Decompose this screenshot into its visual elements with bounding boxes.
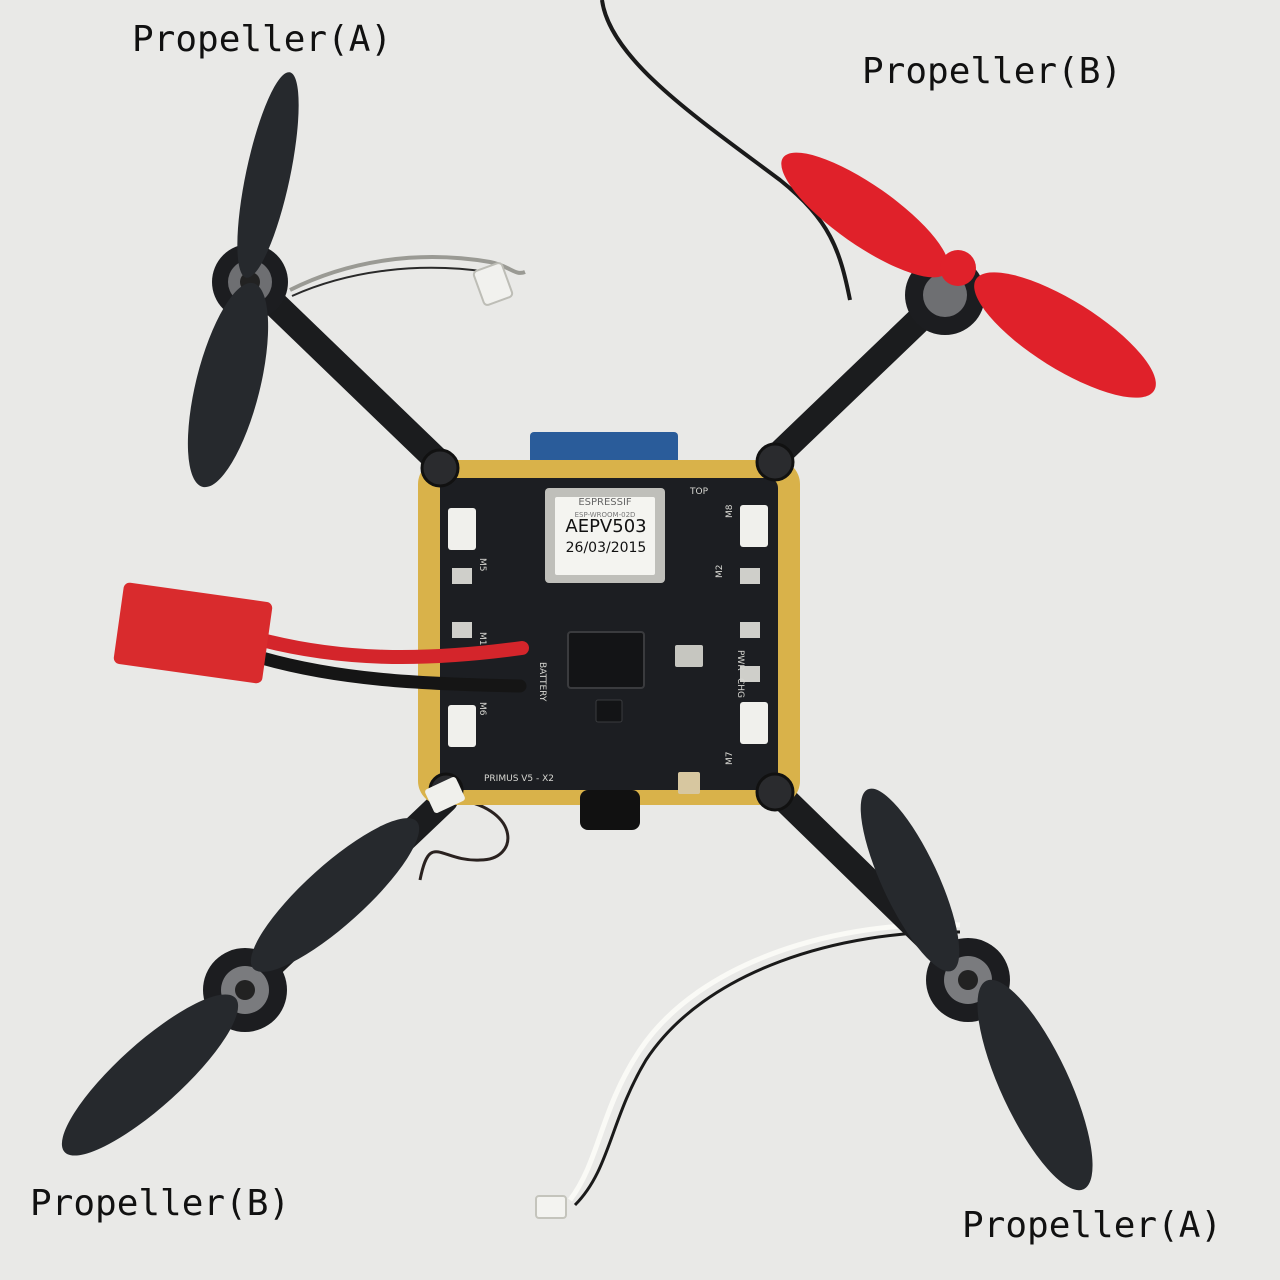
wire-bottom-left bbox=[418, 798, 510, 881]
propeller-bottom-left bbox=[61, 818, 420, 1156]
module-brand: ESPRESSIF bbox=[578, 497, 632, 508]
wire-top-left-grey bbox=[289, 255, 526, 292]
connector-m7 bbox=[740, 702, 768, 744]
connector-m8 bbox=[740, 505, 768, 547]
board-name: PRIMUS V5 - X2 bbox=[484, 774, 554, 784]
battery-wire-black bbox=[255, 651, 527, 693]
button bbox=[678, 772, 700, 794]
board-top-marker: TOP bbox=[689, 487, 709, 497]
small-chip bbox=[595, 699, 623, 723]
board-pwr-label: PWR bbox=[735, 650, 745, 671]
usb-port bbox=[580, 790, 640, 830]
propeller-bottom-right bbox=[860, 788, 1093, 1191]
port-label-m7: M7 bbox=[725, 752, 735, 766]
port-label-m2: M2 bbox=[715, 565, 725, 579]
sensor-chip bbox=[675, 645, 703, 667]
wire-top-right bbox=[600, 0, 852, 301]
pad bbox=[740, 666, 760, 682]
main-chip bbox=[567, 631, 645, 689]
module-sticker bbox=[555, 497, 655, 575]
port-label-m5: M5 bbox=[477, 558, 487, 572]
connector-bottom-left-plug bbox=[425, 777, 465, 813]
propeller-top-left bbox=[187, 72, 299, 488]
wire-bottom-right-dark bbox=[573, 930, 961, 1207]
connector-bottom-right bbox=[535, 1195, 567, 1219]
sticker-code: AEPV503 bbox=[565, 516, 646, 537]
connector-top-left bbox=[472, 262, 514, 306]
connector-m6 bbox=[448, 705, 476, 747]
propeller-top-right bbox=[781, 152, 1156, 398]
port-label-m8: M8 bbox=[725, 504, 735, 518]
board-chg-label: CHG bbox=[735, 678, 745, 698]
sticker-date: 26/03/2015 bbox=[566, 540, 647, 556]
pad bbox=[740, 622, 760, 638]
pad bbox=[452, 568, 472, 584]
pad bbox=[740, 568, 760, 584]
arm-top-left bbox=[237, 267, 458, 481]
battery-wire-red bbox=[255, 633, 529, 665]
propeller-label-top-left: Propeller(A) bbox=[132, 19, 393, 60]
board-battery-label: BATTERY bbox=[537, 662, 547, 702]
propeller-label-bottom-right: Propeller(A) bbox=[962, 1205, 1223, 1246]
wire-bottom-right-white bbox=[567, 922, 961, 1202]
screw-top-left bbox=[420, 448, 460, 488]
module-model: ESP-WROOM-02D bbox=[575, 511, 636, 519]
pad bbox=[452, 622, 472, 638]
wire-top-left-dark bbox=[291, 266, 489, 297]
connector-m5 bbox=[448, 508, 476, 550]
propeller-label-bottom-left: Propeller(B) bbox=[30, 1183, 291, 1224]
screw-bottom-right bbox=[755, 772, 795, 812]
propeller-label-top-right: Propeller(B) bbox=[862, 51, 1123, 92]
port-label-m1: M1 bbox=[477, 632, 487, 646]
screw-top-right bbox=[755, 442, 795, 482]
port-label-m6: M6 bbox=[477, 702, 487, 716]
battery-connector bbox=[113, 582, 273, 684]
